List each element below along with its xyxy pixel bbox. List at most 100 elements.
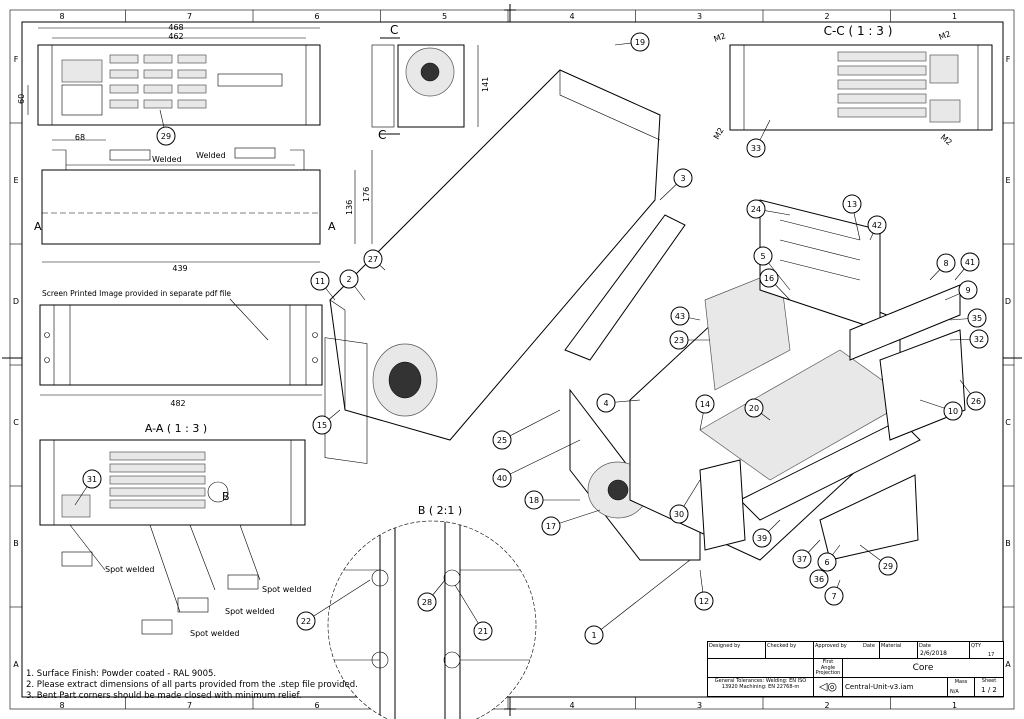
svg-text:8: 8: [943, 259, 948, 268]
exploded-isometric-view: [324, 69, 966, 561]
balloon-40: 40: [492, 468, 512, 488]
balloon-13: 13: [842, 194, 862, 214]
dim-60: 60: [17, 94, 26, 104]
svg-text:28: 28: [422, 598, 432, 607]
balloon-39: 39: [752, 528, 772, 548]
balloon-25: 25: [492, 430, 512, 450]
svg-text:23: 23: [674, 336, 684, 345]
balloon-24: 24: [746, 199, 766, 219]
balloon-18: 18: [524, 490, 544, 510]
zone-row-F: F: [1006, 55, 1011, 64]
svg-text:18: 18: [529, 496, 539, 505]
balloon-29: 29: [878, 556, 898, 576]
svg-text:2: 2: [346, 275, 351, 284]
title-block: Designed by Checked by Approved by Date …: [707, 641, 1004, 697]
m2-label-1: M2: [713, 31, 727, 44]
spot-welded-label-2: Spot welded: [262, 585, 312, 594]
balloon-33: 33: [746, 138, 766, 158]
svg-text:6: 6: [824, 558, 829, 567]
note-3: 3. Bent Part corners should be made clos…: [26, 691, 302, 701]
balloon-12: 12: [694, 591, 714, 611]
balloon-36: 36: [809, 569, 829, 589]
zone-row-F: F: [14, 55, 19, 64]
centering-mark-top: [504, 4, 516, 22]
filename: Central-Unit-v3.iam: [843, 678, 948, 696]
zone-row-C: C: [1005, 418, 1011, 427]
m2-label-2: M2: [938, 29, 952, 42]
balloon-29: 29: [156, 126, 176, 146]
balloon-2: 2: [339, 269, 359, 289]
balloon-31: 31: [82, 469, 102, 489]
zone-row-B: B: [13, 539, 19, 548]
svg-text:43: 43: [675, 312, 685, 321]
first-angle-projection-icon: ◁◎: [814, 678, 843, 696]
balloon-10: 10: [943, 401, 963, 421]
balloon-7: 7: [824, 586, 844, 606]
balloon-26: 26: [966, 391, 986, 411]
balloon-27: 27: [363, 249, 383, 269]
balloon-5: 5: [753, 246, 773, 266]
svg-text:1: 1: [591, 631, 596, 640]
dim-68: 68: [75, 133, 85, 142]
svg-text:29: 29: [161, 132, 171, 141]
balloon-4: 4: [596, 393, 616, 413]
zone-row-D: D: [1005, 297, 1011, 306]
balloon-15: 15: [312, 415, 332, 435]
balloon-43: 43: [670, 306, 690, 326]
zone-column-8: 8: [59, 12, 64, 21]
drawing-title: Core: [843, 659, 1003, 678]
balloon-11: 11: [310, 271, 330, 291]
welded-label-1: Welded: [152, 155, 182, 164]
mass-value: N/A: [950, 689, 959, 695]
balloon-22: 22: [296, 611, 316, 631]
svg-text:42: 42: [872, 221, 882, 230]
svg-text:15: 15: [317, 421, 327, 430]
top-view: Welded Welded A A 136 176 439: [34, 147, 373, 273]
zone-column-6: 6: [314, 12, 319, 21]
balloon-32: 32: [969, 329, 989, 349]
balloon-8: 8: [936, 253, 956, 273]
svg-text:32: 32: [974, 335, 984, 344]
detail-mark-b: B: [222, 490, 230, 503]
section-mark-c-top: C: [390, 23, 398, 37]
approved-by-label: Approved by: [814, 642, 880, 659]
svg-text:30: 30: [674, 510, 684, 519]
balloon-41: 41: [960, 252, 980, 272]
front-view: 468 462 60 68: [17, 23, 321, 142]
svg-text:25: 25: [497, 436, 507, 445]
inner-border: [21, 21, 1004, 698]
zone-row-B: B: [1005, 539, 1011, 548]
svg-text:26: 26: [971, 397, 981, 406]
zone-column-1: 1: [952, 12, 957, 21]
centering-mark-bottom: [504, 697, 516, 716]
drawing-notes: 1. Surface Finish: Powder coated - RAL 9…: [26, 669, 358, 702]
svg-text:40: 40: [497, 474, 507, 483]
dim-439: 439: [172, 264, 187, 273]
zone-column-3: 3: [697, 12, 702, 21]
svg-text:9: 9: [965, 286, 970, 295]
zone-column-3: 3: [697, 701, 702, 710]
section-aa-title: A-A ( 1 : 3 ): [145, 422, 207, 435]
detail-b-title: B ( 2:1 ): [418, 504, 462, 517]
zone-column-7: 7: [187, 701, 192, 710]
zone-column-4: 4: [569, 701, 574, 710]
svg-text:16: 16: [764, 274, 774, 283]
balloon-9: 9: [958, 280, 978, 300]
sheet-label: Sheet: [981, 678, 997, 684]
dim-136: 136: [345, 200, 354, 215]
spot-welded-label-1: Spot welded: [105, 565, 155, 574]
balloon-16: 16: [759, 268, 779, 288]
svg-text:27: 27: [368, 255, 378, 264]
svg-text:31: 31: [87, 475, 97, 484]
svg-text:22: 22: [301, 617, 311, 626]
balloon-21: 21: [473, 621, 493, 641]
sheet-value: 1 / 2: [981, 686, 997, 694]
svg-text:11: 11: [315, 277, 325, 286]
svg-text:24: 24: [751, 205, 761, 214]
date-value: 2/6/2018: [920, 650, 947, 657]
side-view: C C 141: [371, 23, 490, 142]
zone-column-2: 2: [824, 701, 829, 710]
screen-print-note: Screen Printed Image provided in separat…: [42, 289, 231, 298]
svg-text:20: 20: [749, 404, 759, 413]
